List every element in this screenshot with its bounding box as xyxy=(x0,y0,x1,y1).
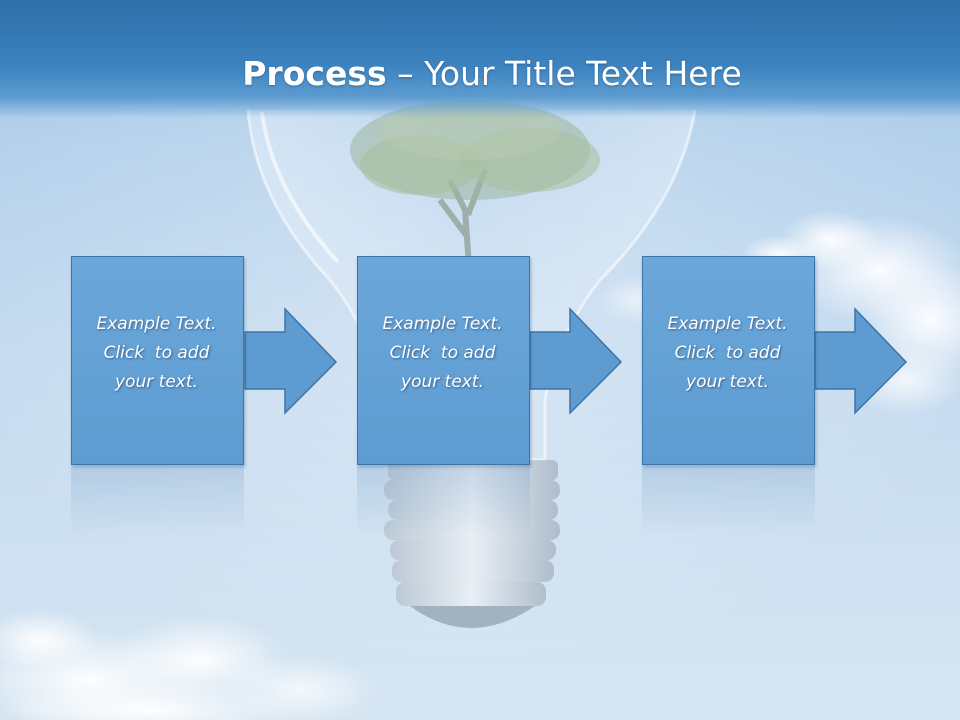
cloud-bottom-left xyxy=(0,610,380,720)
step-text-line-1: Example Text. xyxy=(667,314,788,334)
step-label[interactable]: Example Text. Click to add your text. xyxy=(357,310,528,397)
step-text-line-2: Click to add xyxy=(389,343,496,363)
title-rest-text: – Your Title Text Here xyxy=(397,54,742,93)
step-label[interactable]: Example Text. Click to add your text. xyxy=(71,310,242,397)
title-bold-text: Process xyxy=(242,54,387,93)
step-box xyxy=(357,256,530,465)
step-text-line-2: Click to add xyxy=(674,343,781,363)
step-1-reflection xyxy=(71,466,244,536)
step-label[interactable]: Example Text. Click to add your text. xyxy=(642,310,813,397)
process-step-1[interactable]: Example Text. Click to add your text. xyxy=(71,256,244,465)
step-text-line-1: Example Text. xyxy=(96,314,217,334)
arrow-1 xyxy=(244,307,338,415)
step-text-line-3: your text. xyxy=(686,372,769,392)
step-box xyxy=(71,256,244,465)
step-2-reflection xyxy=(357,466,530,536)
step-text-line-1: Example Text. xyxy=(382,314,503,334)
process-step-2[interactable]: Example Text. Click to add your text. xyxy=(357,256,530,465)
process-step-3[interactable]: Example Text. Click to add your text. xyxy=(642,256,815,465)
slide-title[interactable]: Process – Your Title Text Here xyxy=(0,50,960,98)
arrow-2 xyxy=(529,307,623,415)
step-text-line-3: your text. xyxy=(401,372,484,392)
step-3-reflection xyxy=(642,466,815,536)
arrow-3 xyxy=(814,307,908,415)
step-text-line-2: Click to add xyxy=(103,343,210,363)
step-text-line-3: your text. xyxy=(115,372,198,392)
title-band xyxy=(0,0,960,118)
step-box xyxy=(642,256,815,465)
